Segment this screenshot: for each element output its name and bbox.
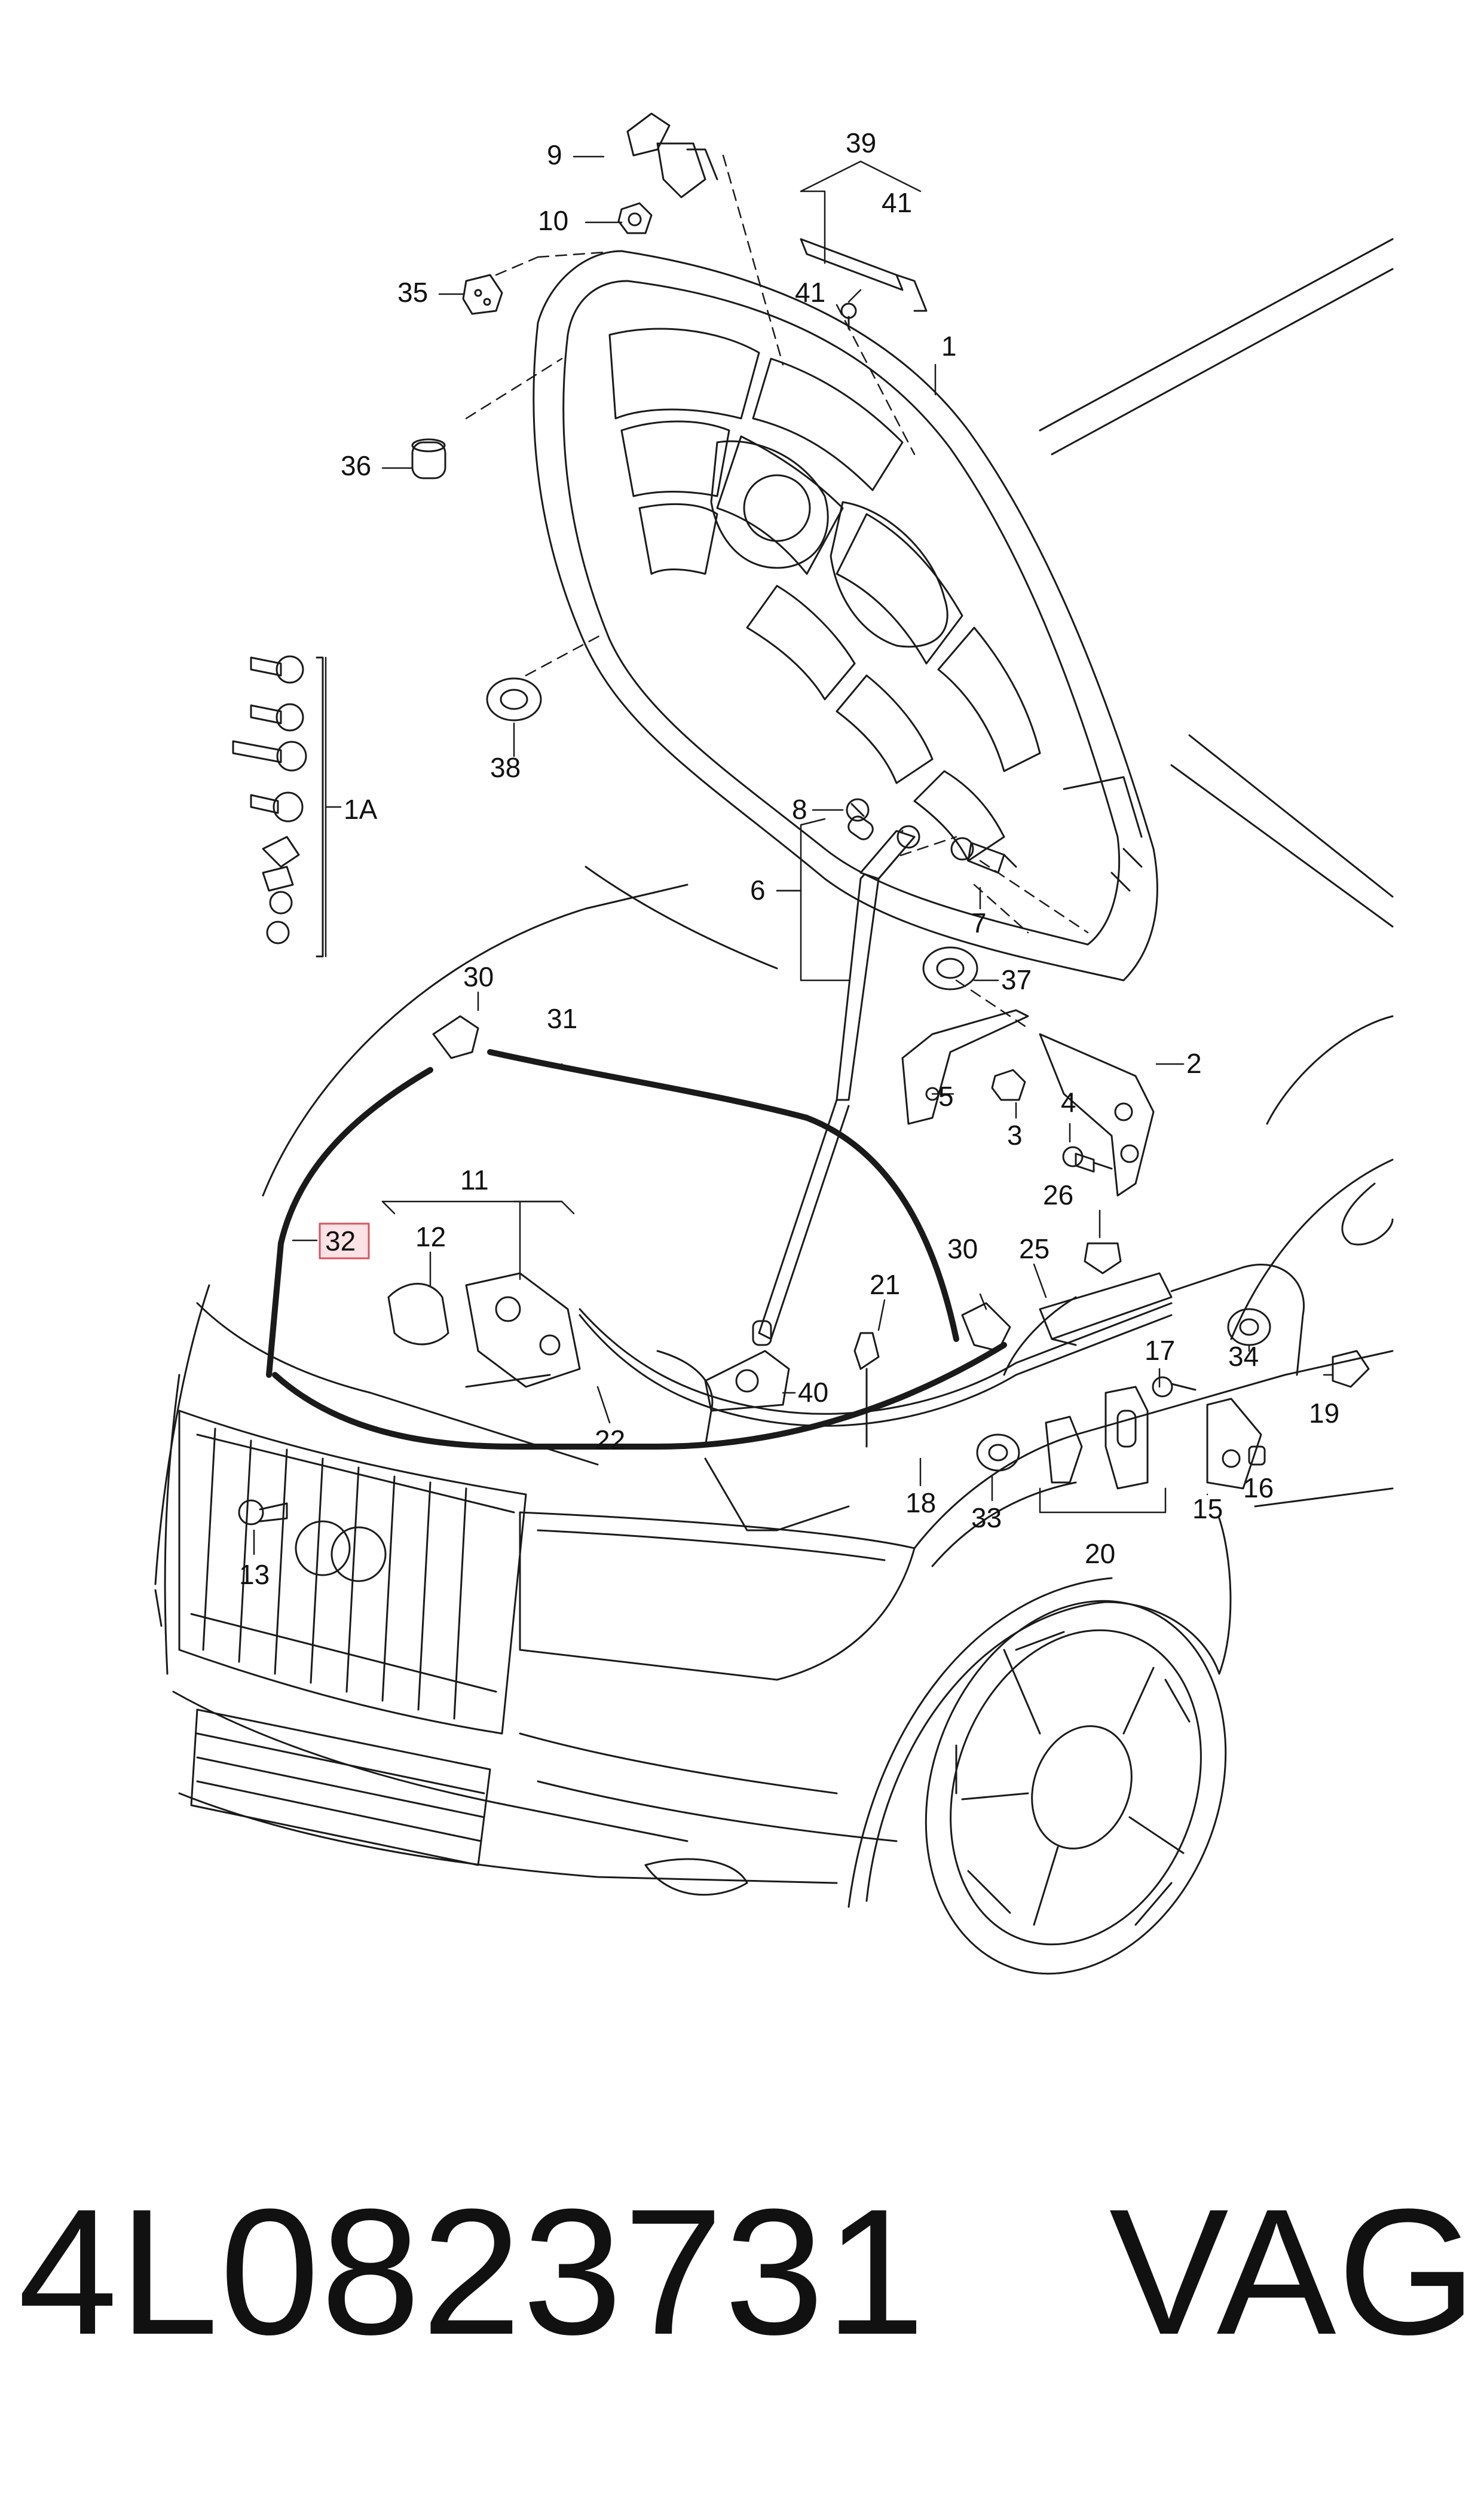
part-13-bolt (238, 1499, 288, 1526)
callout-31: 31 (547, 1003, 577, 1034)
part-35-clip (462, 274, 503, 315)
release-cable (579, 1264, 1305, 1531)
car-body-outline (154, 238, 1394, 1975)
part-33-grommet (976, 1433, 1020, 1472)
callout-12: 12 (415, 1221, 446, 1252)
callout-21: 21 (870, 1269, 900, 1300)
part-7-ball-stud (950, 837, 1017, 874)
part-4-bolt (1062, 1146, 1113, 1173)
dashed-assembly-lines (465, 154, 1089, 1029)
part-36-buffer (411, 438, 446, 479)
callout-19: 19 (1309, 1398, 1339, 1429)
hood-lock-assembly (387, 1272, 581, 1388)
part-26-grommet (1084, 1242, 1122, 1274)
callout-33: 33 (971, 1502, 1002, 1533)
callout-39: 39 (846, 127, 876, 158)
part-39-trim-strip (800, 238, 928, 312)
part-37-grommet (922, 946, 978, 991)
callout-26: 26 (1043, 1179, 1073, 1210)
callout-36: 36 (341, 450, 371, 481)
callout-25: 25 (1019, 1233, 1049, 1264)
part-1a-fastener-set (232, 655, 324, 958)
part-number: 4L0823731 (18, 2171, 926, 2372)
part-41-screw (840, 302, 857, 330)
callout-1: 1 (941, 331, 957, 362)
part-40-striker-plate (704, 1320, 790, 1412)
callout-4: 4 (1061, 1087, 1076, 1118)
part-34-grommet (1227, 1308, 1271, 1346)
callout-5: 5 (938, 1081, 954, 1112)
part-8-washer (846, 798, 870, 822)
brand-label: VAG (1109, 2171, 1478, 2372)
callout-20: 20 (1085, 1538, 1115, 1569)
callout-11: 11 (460, 1164, 489, 1196)
part-21-clip (853, 1332, 880, 1448)
part-3-nut (991, 1069, 1026, 1101)
hood-gas-strut (758, 815, 920, 1340)
callout-1a: 1A (344, 794, 378, 825)
part-9-bracket (626, 112, 718, 198)
part-25-cable-guide (1039, 1272, 1173, 1346)
callout-13: 13 (239, 1559, 270, 1590)
part-2-hinge (1039, 1033, 1155, 1197)
callout-3: 3 (1007, 1120, 1023, 1151)
part-15-bracket (1206, 1398, 1262, 1490)
callout-2: 2 (1186, 1048, 1202, 1079)
callout-35: 35 (397, 277, 428, 308)
callout-37: 37 (1001, 964, 1032, 995)
leader-lines (253, 155, 1334, 1555)
part-30-bracket (432, 1015, 1011, 1352)
callout-10: 10 (538, 205, 568, 236)
callout-6: 6 (750, 875, 766, 906)
part-19-clip (1332, 1350, 1370, 1388)
part-17-screw (1152, 1376, 1197, 1398)
callout-9: 9 (547, 139, 562, 170)
callout-16: 16 (1243, 1472, 1274, 1503)
callout-7: 7 (971, 907, 987, 938)
part-16-stud (1248, 1445, 1266, 1466)
callout-18: 18 (905, 1487, 936, 1518)
callout-34: 34 (1228, 1341, 1259, 1372)
highlight-box-32 (319, 1222, 370, 1260)
part-38-grommet (486, 677, 542, 722)
callout-labels: 1 1A 2 3 4 5 6 7 8 9 10 11 12 13 15 16 1… (239, 127, 1339, 1590)
callout-32: 32 (325, 1225, 356, 1257)
hood-panel (533, 250, 1158, 982)
callout-38: 38 (490, 752, 521, 783)
callout-30-a: 30 (463, 961, 494, 992)
callout-41-b: 41 (795, 277, 825, 308)
callout-22: 22 (595, 1424, 625, 1456)
callout-41-a: 41 (882, 187, 912, 218)
callout-15: 15 (1192, 1493, 1223, 1524)
callout-30-b: 30 (947, 1233, 978, 1264)
callout-17: 17 (1145, 1335, 1175, 1366)
part-20-cover (1045, 1386, 1149, 1490)
callout-8: 8 (792, 794, 807, 825)
callout-40: 40 (798, 1377, 828, 1408)
part-10-nut (617, 202, 653, 234)
part-5-bracket (901, 1009, 1029, 1125)
